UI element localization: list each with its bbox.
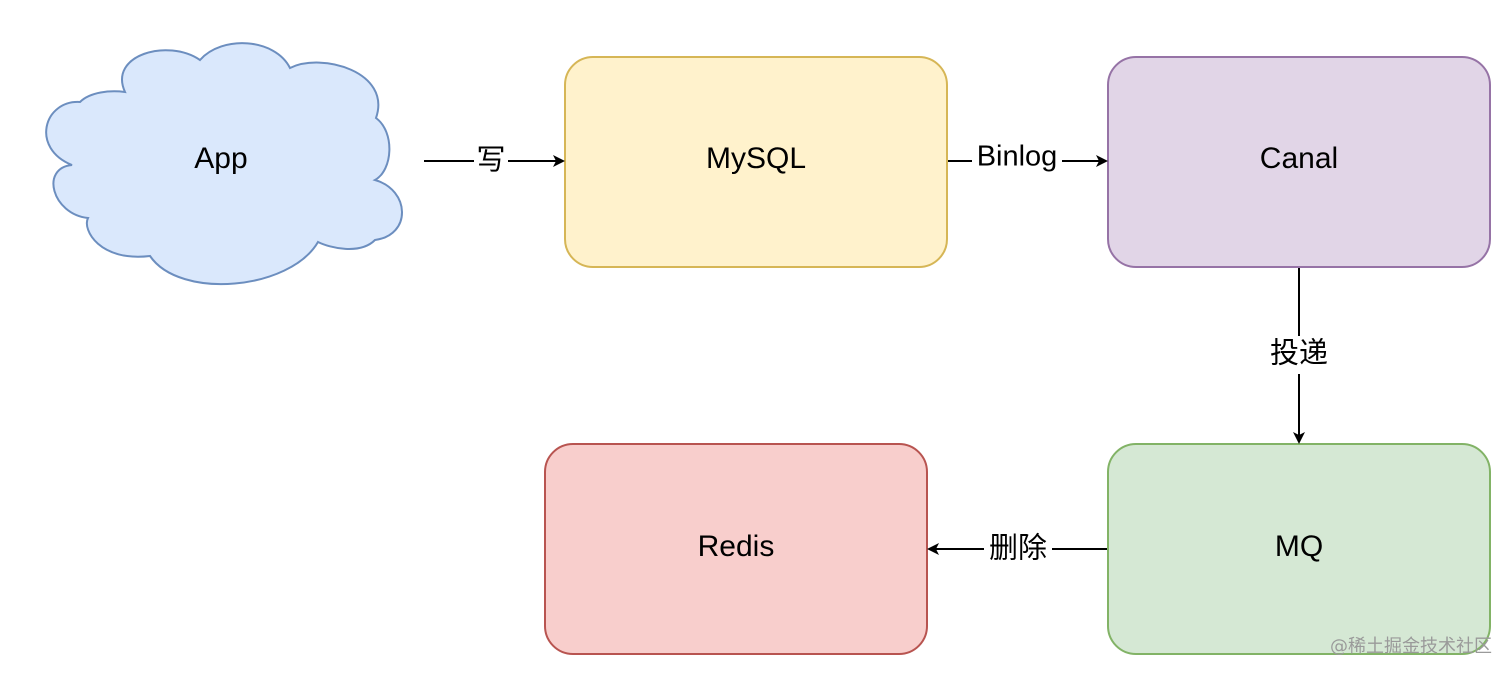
app-label: App [194, 142, 247, 175]
edge-mq-redis[interactable]: 删除 [927, 532, 1107, 565]
edge-label-delete: 删除 [989, 532, 1047, 565]
cloud-shape [45, 42, 403, 285]
edge-label-deliver: 投递 [1270, 337, 1328, 370]
mq-label: MQ [1275, 530, 1323, 563]
edge-label-write: 写 [476, 145, 505, 177]
mysql-box [564, 56, 948, 268]
edge-label-binlog: Binlog [977, 141, 1058, 173]
node-redis[interactable]: Redis [544, 443, 928, 655]
edge-mysql-canal[interactable]: Binlog [948, 141, 1108, 173]
edge-app-mysql[interactable]: 写 [424, 145, 565, 177]
canal-box [1107, 56, 1491, 268]
mysql-label: MySQL [706, 142, 806, 175]
watermark: @稀土掘金技术社区 [1330, 636, 1492, 657]
mq-box [1107, 443, 1491, 655]
edge-canal-mq[interactable]: 投递 [1270, 268, 1328, 444]
node-app[interactable]: App [45, 42, 403, 285]
node-mysql[interactable]: MySQL [564, 56, 948, 268]
node-mq[interactable]: MQ [1107, 443, 1491, 655]
node-canal[interactable]: Canal [1107, 56, 1491, 268]
redis-label: Redis [698, 530, 775, 563]
canal-label: Canal [1260, 142, 1338, 175]
